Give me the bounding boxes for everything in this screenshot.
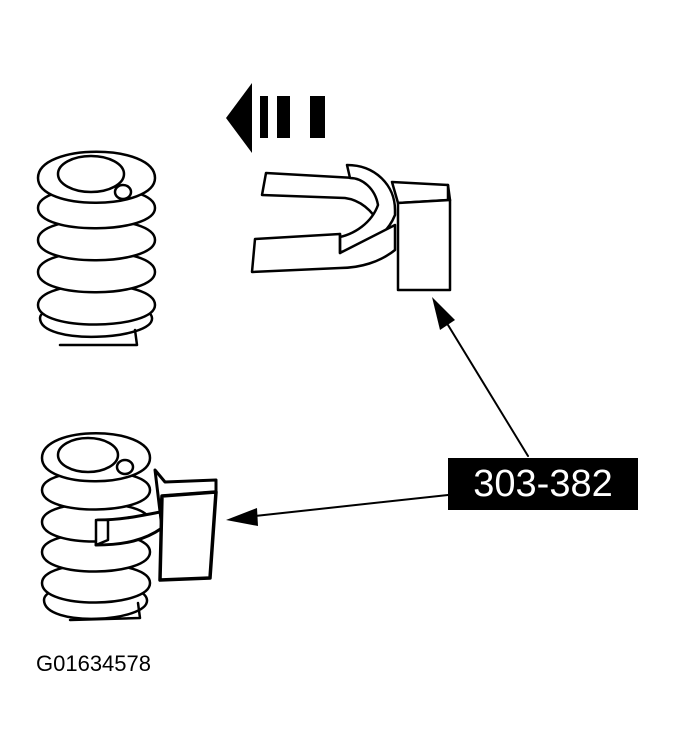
upper-spring bbox=[36, 150, 157, 347]
lower-spring-with-tool bbox=[40, 432, 218, 622]
spring-compressor-tool bbox=[250, 163, 452, 292]
direction-arrow-icon bbox=[226, 83, 325, 153]
figure-id: G01634578 bbox=[36, 651, 151, 676]
leader-line-upper bbox=[432, 297, 529, 457]
tool-number-label: 303-382 bbox=[448, 458, 638, 510]
leader-line-lower bbox=[226, 494, 449, 526]
